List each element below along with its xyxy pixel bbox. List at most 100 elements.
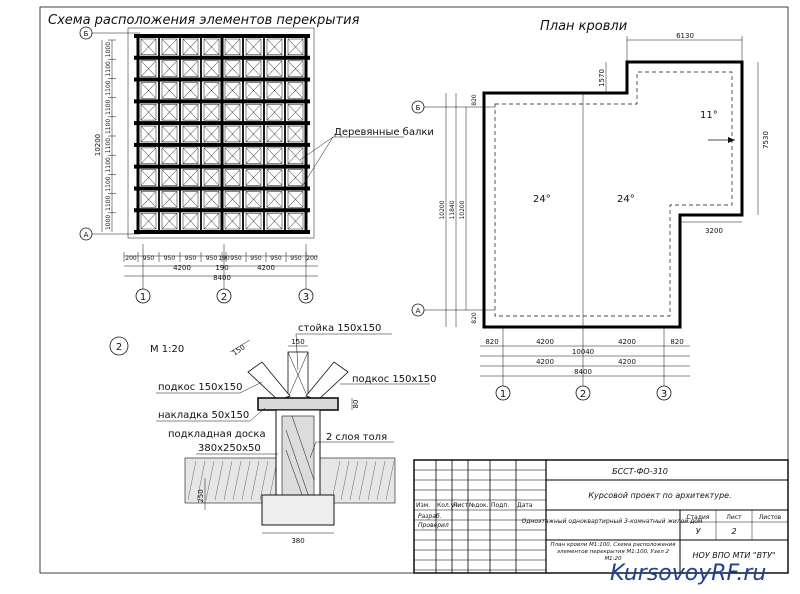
grid-cell [203, 104, 220, 121]
callout-leader [299, 136, 334, 161]
grid-cell [266, 147, 283, 164]
plan2-axis-1: 1 [500, 389, 506, 400]
column-hatch [285, 449, 305, 501]
plan2-bdim2-1: 4200 [536, 358, 554, 366]
plan2-bdim-3: 4200 [618, 338, 636, 346]
column-hatch [291, 415, 315, 481]
grid-cell [287, 212, 304, 230]
hatch-line [385, 460, 395, 501]
callout-leader [299, 136, 334, 191]
cell-diagonal [266, 169, 283, 186]
plan1-title: Схема расположения элементов перекрытия [48, 13, 360, 28]
roof-outline [482, 60, 744, 329]
hatch-line [250, 460, 260, 501]
plan2-small-dim: 1570 [598, 69, 606, 87]
plan2-bdim-4: 820 [670, 338, 683, 346]
plan2-title: План кровли [540, 19, 627, 34]
leader [295, 333, 299, 371]
grid-cell [140, 104, 157, 121]
grid-cell [266, 82, 283, 99]
plan1-half-dim-1: 4200 [173, 264, 191, 272]
slope-top: 11° [700, 110, 718, 121]
grid-cell [224, 212, 241, 230]
grid-cell [203, 212, 220, 230]
grid-cell [245, 191, 262, 208]
tb-sheet-desc-box: План кровли М1:100, Схема расположения э… [550, 542, 675, 562]
cell-diagonal [161, 191, 178, 208]
cell-diagonal [161, 38, 178, 55]
cell-diagonal [287, 104, 304, 121]
grid-cell [182, 147, 199, 164]
tb-org: НОУ ВПО МТИ "ВТУ" [693, 551, 776, 560]
grid-cell [203, 169, 220, 186]
plan1-bottom-dim: 950 [250, 255, 262, 262]
plan2-axis-3-bubble [656, 385, 672, 401]
cell-diagonal [245, 191, 262, 208]
plan2-axis-2-bubble [575, 385, 591, 401]
grid-cell [245, 82, 262, 99]
grid-cell [161, 38, 178, 56]
plan1-axis-3: 3 [303, 292, 309, 303]
cell-diagonal [203, 169, 220, 186]
cell-diagonal [245, 169, 262, 186]
tb-frame [413, 459, 789, 574]
hatch-line [349, 460, 359, 501]
plan2-left-dim-5: 820 [471, 312, 478, 324]
grid-cell [161, 82, 178, 99]
cell-diagonal [266, 38, 283, 55]
detail-scale: М 1:20 [150, 344, 184, 355]
cell-diagonal [161, 125, 178, 143]
grid-cell [182, 125, 199, 143]
plan1-bottom-dim: 200 [125, 255, 137, 262]
slope-right: 24° [617, 194, 635, 205]
cell-diagonal [161, 147, 178, 164]
plan1-bottom-dim: 950 [290, 255, 302, 262]
grid-cell [224, 104, 241, 121]
plan1-slab-outline [127, 27, 315, 239]
cell-diagonal [287, 147, 304, 164]
cell-diagonal [182, 147, 199, 164]
plan1-left-total: 10200 [94, 134, 102, 156]
cell-diagonal [140, 60, 157, 77]
cell-diagonal [266, 82, 283, 99]
hatch-line [232, 460, 242, 501]
plan2-bdim2-2: 4200 [618, 358, 636, 366]
cell-diagonal [140, 213, 157, 230]
hatch-line [196, 460, 206, 501]
label-stoyka: стойка 150х150 [298, 323, 381, 334]
grid-cell [182, 104, 199, 121]
grid-cell [266, 212, 283, 230]
hatch-line [241, 460, 251, 501]
cell-diagonal [182, 125, 199, 143]
plan1-half-dim-2: 190 [215, 264, 228, 272]
cell-diagonal [224, 213, 241, 230]
hatch-line [358, 460, 368, 501]
plan1-left-dim: 1100 [105, 138, 112, 153]
beam-grid [134, 34, 310, 234]
grid-cell [161, 125, 178, 143]
dim-line [229, 339, 251, 353]
cell-diagonal [182, 213, 199, 230]
cell-diagonal [287, 191, 304, 208]
label-podkladnaya-1: подкладная доска [168, 429, 266, 440]
cell-diagonal [161, 104, 178, 121]
cell-diagonal [224, 191, 241, 208]
cell-diagonal [245, 125, 262, 143]
cell-diagonal [266, 213, 283, 230]
grid-cell [224, 147, 241, 164]
cell-diagonal [182, 82, 199, 99]
grid-cell [287, 191, 304, 208]
cell-diagonal [266, 104, 283, 121]
plan1-axis-3-bubble [298, 288, 314, 304]
grid-cell [140, 82, 157, 99]
plan2-axis-b: Б [416, 104, 421, 112]
grid-cell [266, 191, 283, 208]
grid-cell [140, 169, 157, 186]
grid-cell [140, 147, 157, 164]
hatch-line [214, 460, 224, 501]
cell-diagonal [245, 213, 262, 230]
cell-diagonal [266, 125, 283, 143]
cell-diagonal [245, 60, 262, 77]
tb-proveril: Проверил [418, 522, 449, 529]
